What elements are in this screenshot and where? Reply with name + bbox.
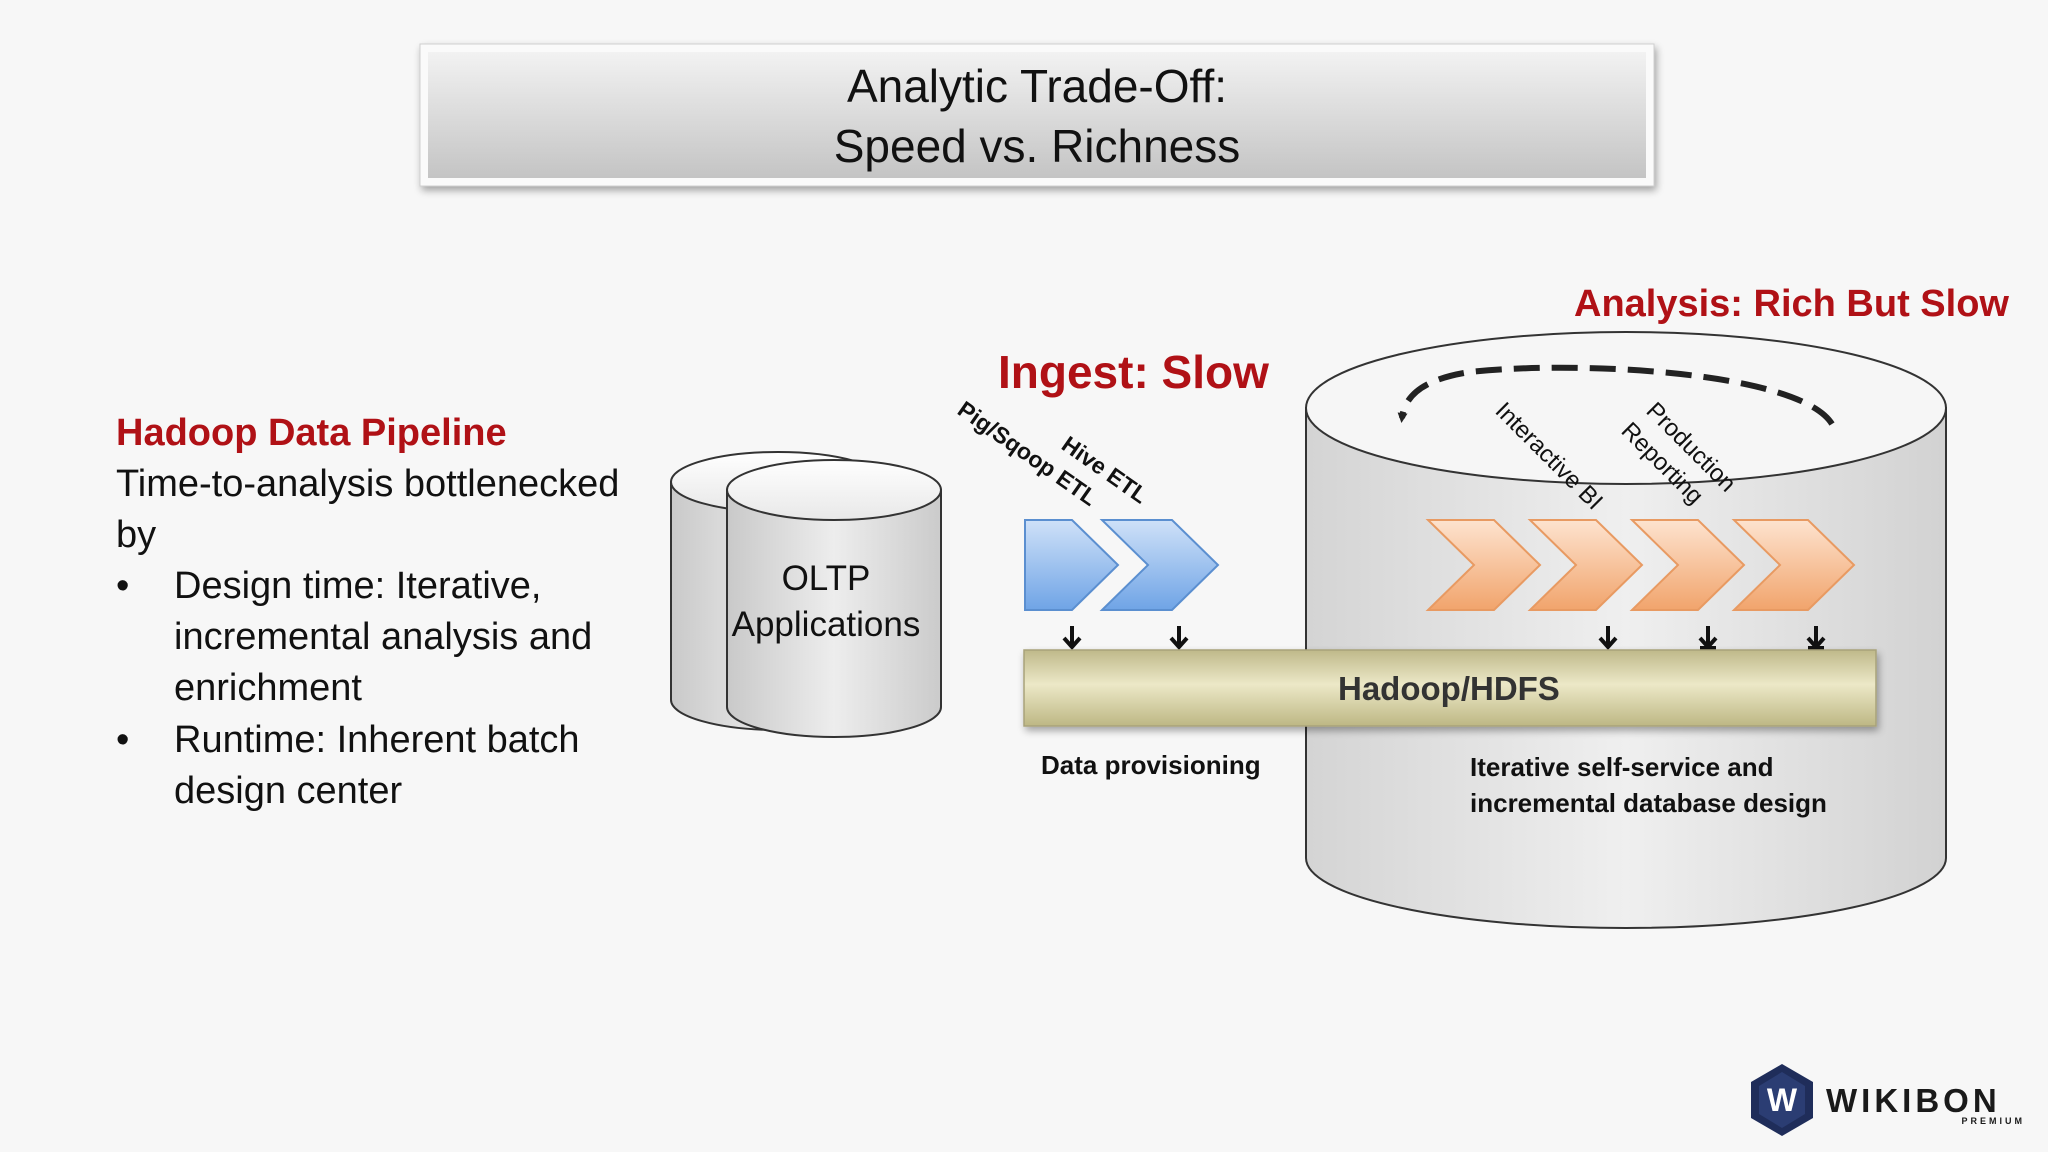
left-panel: Hadoop Data Pipeline Time-to-analysis bo… [116,412,619,812]
wikibon-logo-tag: PREMIUM [1962,1116,2026,1126]
ingest-heading: Ingest: Slow [998,346,1269,398]
iteration-arrow-icon [1397,364,1835,426]
analysis-chevrons [1425,519,1856,611]
hadoop-cluster-cylinder [1305,331,1947,929]
intro-line-1: Time-to-analysis bottlenecked [116,463,619,505]
hive-chevron [1099,519,1220,611]
bullet-1-line-2: incremental analysis and [174,616,592,658]
oltp-label-line-1: OLTP [782,559,871,598]
pipeline-heading: Hadoop Data Pipeline [116,412,507,454]
intro-line-2: by [116,514,156,556]
bullet-1-line-1: Design time: Iterative, [174,565,541,607]
analysis-caption-line-2: incremental database design [1470,788,1827,818]
bullet-2-line-1: Runtime: Inherent batch [174,719,580,761]
wikibon-logo-letter: W [1767,1082,1798,1118]
analysis-heading: Analysis: Rich But Slow [1574,283,2009,325]
bullet-1-line-3: enrichment [174,667,362,709]
oltp-label-line-2: Applications [732,605,921,644]
pig-sqoop-chevron [1024,519,1120,611]
bullet-marker: • [116,719,129,761]
oltp-database-icon [670,451,942,738]
bullet-marker: • [116,565,129,607]
wikibon-logo-name: WIKIBON [1826,1082,2001,1119]
wikibon-logo: W WIKIBON PREMIUM [1751,1064,2026,1136]
title-line-1: Analytic Trade-Off: [847,60,1227,112]
title-box: Analytic Trade-Off: Speed vs. Richness [419,43,1655,187]
data-provisioning-caption: Data provisioning [1041,750,1261,780]
bullet-2-line-2: design center [174,770,402,812]
hadoop-hdfs-bar [1023,649,1877,727]
title-line-2: Speed vs. Richness [834,120,1241,172]
down-arrow-icons [1062,626,1826,651]
analysis-caption-line-1: Iterative self-service and [1470,752,1774,782]
etl-chevrons [1024,519,1220,611]
hadoop-hdfs-label: Hadoop/HDFS [1338,670,1560,707]
